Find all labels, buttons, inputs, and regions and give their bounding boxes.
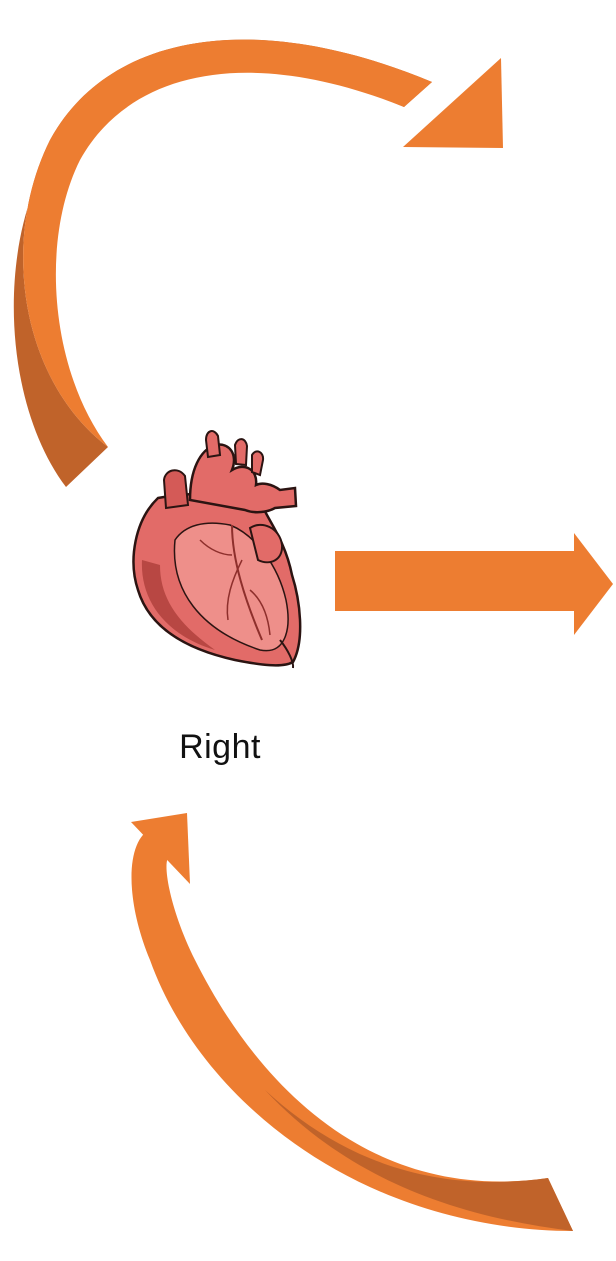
top-curved-arrow-highlight (23, 40, 432, 447)
anatomical-heart-icon (134, 431, 301, 668)
bottom-curved-arrow-shade (265, 1090, 573, 1231)
right-arrow (335, 533, 613, 635)
bottom-curved-arrow (131, 813, 573, 1231)
bottom-curved-arrow-body (131, 828, 573, 1231)
top-curved-arrow (14, 40, 503, 487)
top-curved-arrow-head (403, 58, 503, 148)
heart-label: Right (140, 728, 300, 767)
